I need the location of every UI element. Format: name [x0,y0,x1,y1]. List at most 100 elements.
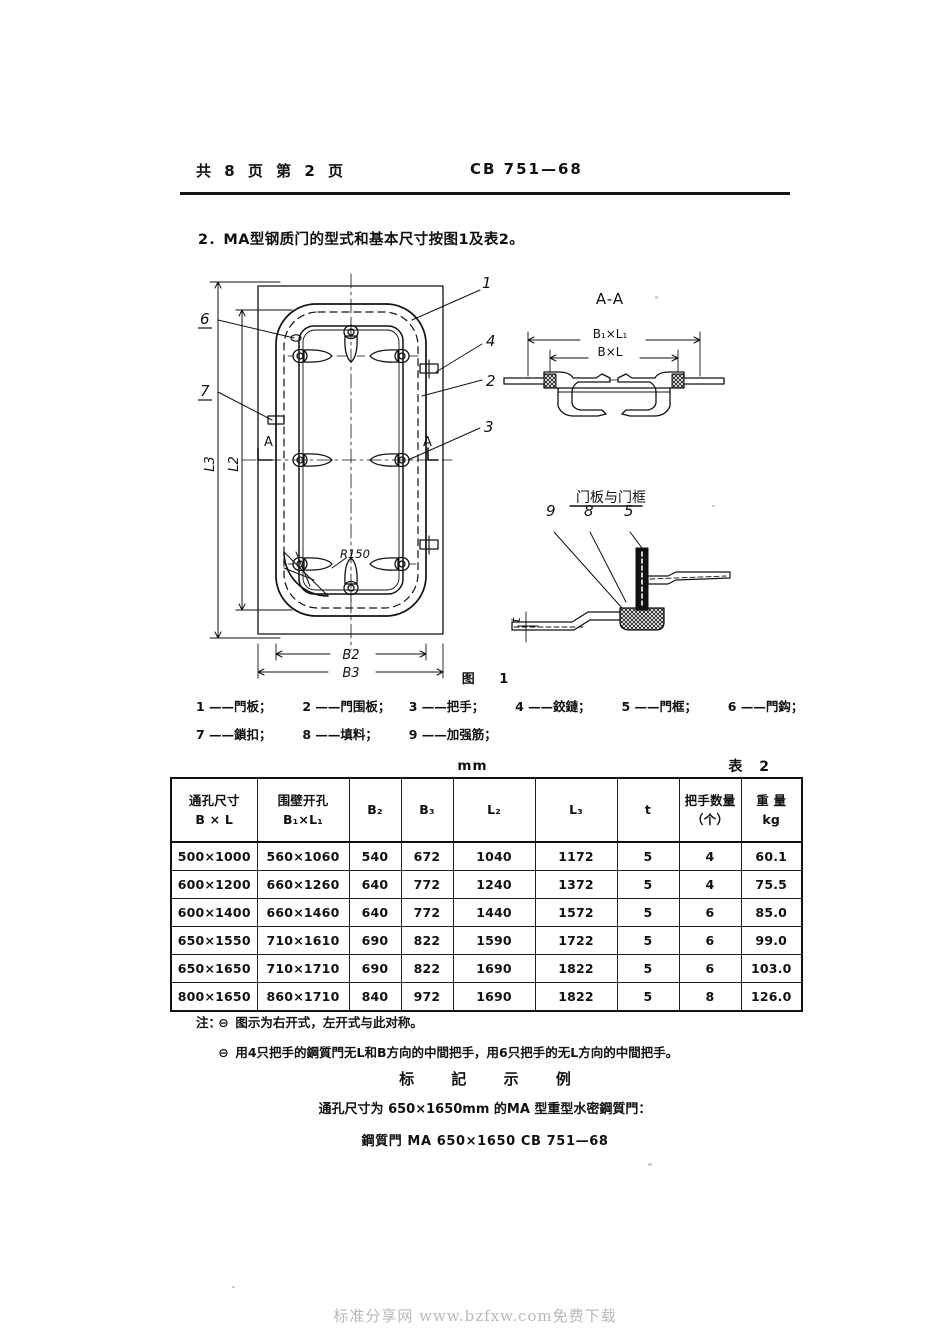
dim-l2-label: L2 [227,456,242,472]
table-cell: 650×1550 [170,926,258,955]
table-cell: 1690 [452,954,536,983]
table-cell: 1722 [534,926,618,955]
spec-table-wrapper: 通孔尺寸 B × L 围壁开孔 B₁×L₁ B₂ B₃ L₂ [170,777,803,1012]
section-dim-b1l1-label: B₁×L₁ [593,327,628,341]
table-cell: 660×1260 [256,870,350,899]
marking-example-description: 通孔尺寸为 650×1650mm 的MA 型重型水密鋼質門： [318,1102,652,1117]
table-header-cell-6: t [616,777,680,843]
table-cell: 1822 [534,954,618,983]
callout-6: 6 [200,310,210,328]
table-cell: 5 [616,841,680,871]
notes-label: 注： [196,1015,222,1030]
figure-caption: 图 1 [461,672,519,687]
detail-view-title: 门板与门框 [576,490,646,506]
legend-item-2: 2 ——門围板； [302,699,391,714]
table-number-label: 表 2 [728,759,775,775]
table-cell: 560×1060 [256,841,350,871]
table-cell: 8 [678,982,742,1012]
table-cell: 4 [678,870,742,899]
table-header-cell-7: 把手数量 （个） [678,777,742,843]
legend-item-6: 6 ——門鈎； [727,699,804,714]
table-cell: 772 [400,870,454,899]
note-row-2: ⊖ 用4只把手的鋼質門无L和B方向的中間把手，用6只把手的无L方向的中間把手。 [196,1042,816,1072]
legend-item-7: 7 ——鎖扣； [196,727,272,742]
table-cell: 1822 [534,982,618,1012]
table-cell: 822 [400,954,454,983]
table-cell: 600×1200 [170,870,258,899]
page-header: 共 8 页 第 2 页 CB 751—68 [180,160,790,188]
table-cell: 710×1710 [256,954,350,983]
table-cell: 1040 [452,841,536,871]
note-marker-icon: ⊖ [218,1045,229,1060]
table-header-cell-5: L₃ [534,777,618,843]
table-header-cell-3: B₃ [400,777,454,843]
table-cell: 840 [348,982,402,1012]
table-cell: 660×1460 [256,898,350,927]
spec-table: 通孔尺寸 B × L 围壁开孔 B₁×L₁ B₂ B₃ L₂ [170,777,803,1012]
standard-number-label: CB 751—68 [470,160,583,178]
table-cell: 640 [348,898,402,927]
detail-callout-9: 9 [546,502,556,520]
legend-row-2: 7 ——鎖扣； 8 ——填料； 9 ——加强筋； [196,724,796,752]
table-cell: 1590 [452,926,536,955]
table-cell: 5 [616,926,680,955]
legend-item-3: 3 ——把手； [408,699,485,714]
table-cell: 672 [400,841,454,871]
table-cell: 1172 [534,841,618,871]
legend-item-8: 8 ——填料； [302,727,378,742]
legend-item-9: 9 ——加强筋； [408,727,497,742]
table-row: 650×1650 710×1710 690 822 1690 1822 5 6 … [170,954,803,983]
legend-item-4: 4 ——鉸鏈； [515,699,591,714]
scan-artifact [648,1163,652,1166]
table-cell: 1372 [534,870,618,899]
callout-2: 2 [486,372,496,390]
table-cell: 60.1 [740,841,803,871]
table-cell: 640 [348,870,402,899]
table-cell: 6 [678,954,742,983]
scan-artifact [232,1286,235,1288]
note-text: 用4只把手的鋼質門无L和B方向的中間把手，用6只把手的无L方向的中間把手。 [235,1045,679,1060]
table-cell: 85.0 [740,898,803,927]
table-cell: 5 [616,870,680,899]
table-cell: 500×1000 [170,841,258,871]
section-mark-a-left: A [264,435,273,450]
callout-3: 3 [484,418,494,436]
table-cell: 5 [616,982,680,1012]
table-header-cell-8: 重 量 kg [740,777,803,843]
table-cell: 4 [678,841,742,871]
table-header-row: 通孔尺寸 B × L 围壁开孔 B₁×L₁ B₂ B₃ L₂ [170,777,803,843]
table-cell: 600×1400 [170,898,258,927]
legend-item-5: 5 ——門框； [621,699,697,714]
table-cell: 690 [348,926,402,955]
table-cell: 126.0 [740,982,803,1012]
section-dim-bl-label: B×L [598,345,623,359]
table-cell: 1572 [534,898,618,927]
table-cell: 710×1610 [256,926,350,955]
table-row: 800×1650 860×1710 840 972 1690 1822 5 8 … [170,982,803,1012]
table-row: 600×1200 660×1260 640 772 1240 1372 5 4 … [170,870,803,899]
detail-callout-5: 5 [624,502,634,520]
scan-artifact [655,296,658,299]
legend-row-1: 1 ——門板； 2 ——門围板； 3 ——把手； 4 ——鉸鏈； 5 ——門框；… [196,696,803,724]
legend-item-1: 1 ——門板； [196,699,272,714]
dim-b2-label: B2 [342,648,359,663]
detail-callout-8: 8 [584,502,594,520]
table-cell: 540 [348,841,402,871]
table-cell: 690 [348,954,402,983]
page-count-label: 共 8 页 第 2 页 [196,162,347,180]
table-cell: 5 [616,954,680,983]
table-cell: 103.0 [740,954,803,983]
table-notes: 注：⊖ 图示为右开式，左开式与此对称。 ⊖ 用4只把手的鋼質門无L和B方向的中間… [196,1012,816,1072]
header-divider-rule [180,192,790,195]
table-row: 600×1400 660×1460 640 772 1440 1572 5 6 … [170,898,803,927]
detail-thickness-label: t [509,616,523,622]
table-cell: 5 [616,898,680,927]
note-marker-icon: ⊖ [218,1015,229,1030]
table-cell: 6 [678,898,742,927]
callout-7: 7 [200,382,210,400]
table-row: 650×1550 710×1610 690 822 1590 1722 5 6 … [170,926,803,955]
figure-1-drawing: 1 2 3 4 6 7 L3 L2 B2 B3 R150 A A [180,268,790,688]
dim-b3-label: B3 [342,666,359,681]
callout-1: 1 [482,274,492,292]
